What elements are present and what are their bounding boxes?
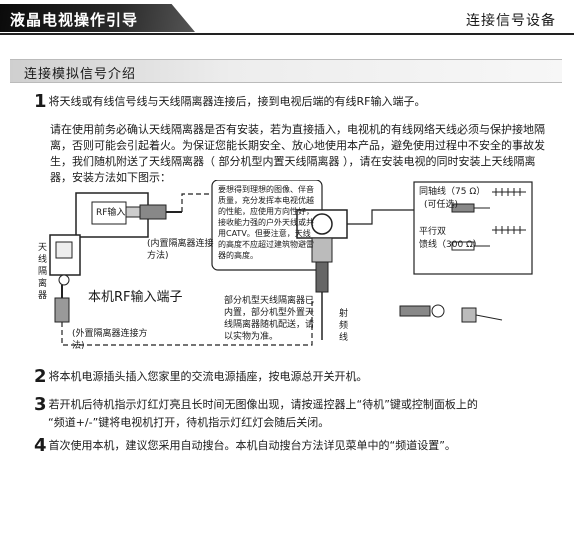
header-rule bbox=[0, 33, 574, 35]
twin-label: 平行双 bbox=[419, 227, 447, 237]
note-text: 要想得到理想的图像、伴音质量，充分发挥本电视优越的性能，应使用方向性好，接收能力… bbox=[218, 185, 314, 260]
antenna-icon bbox=[492, 188, 526, 234]
intro-paragraph: 请在使用前务必确认天线隔离器是否有安装，若为直接插入，电视机的有线网络天线必须与… bbox=[50, 123, 545, 184]
twin-label-2: 馈线（300 Ω） bbox=[419, 240, 482, 250]
step-text: 首次使用本机，建议您采用自动搜台。本机自动搜台方法详见菜单中的“频道设置”。 bbox=[48, 439, 456, 452]
step-3-cont: “频道+/-”键将电视机打开，待机指示灯红灯会随后关闭。 bbox=[48, 416, 330, 429]
section-title: 连接模拟信号介绍 bbox=[24, 67, 137, 82]
header-tab bbox=[0, 4, 195, 32]
isolator-plug bbox=[125, 206, 141, 218]
rf-terminal-label: 本机RF输入端子 bbox=[88, 290, 183, 305]
rf-input-label: RF输入 bbox=[96, 208, 126, 218]
connection-diagram: RF输入 (内置隔离器连接方法) 天线隔离器 本机RF输入端子 (外置隔离器连接… bbox=[38, 179, 536, 355]
isolator-body bbox=[139, 204, 167, 220]
step-text: 若开机后待机指示灯红灯亮且长时间无图像出现，请按遥控器上“待机”键或控制面板上的 bbox=[48, 398, 478, 411]
step-number: 1 bbox=[34, 91, 47, 112]
step-text: 将本机电源插头插入您家里的交流电源插座，按电源总开关开机。 bbox=[48, 370, 368, 383]
isolator-label: 天线隔离器 bbox=[38, 243, 48, 301]
external-isolator-label: (外置隔离器连接方法) bbox=[72, 329, 148, 351]
cable-options-panel bbox=[413, 181, 533, 275]
partial-note: 部分机型天线隔离器已内置，部分机型外置天线隔离器随机配送，请以实物为准。 bbox=[224, 296, 315, 342]
chapter-title: 连接信号设备 bbox=[466, 13, 556, 29]
internal-isolator-label: (内置隔离器连接方法) bbox=[147, 239, 214, 261]
step-number: 4 bbox=[34, 435, 47, 456]
step-number: 3 bbox=[34, 394, 47, 415]
dashed-path bbox=[61, 300, 313, 346]
step-number: 2 bbox=[34, 366, 47, 387]
coax-label: 同轴线（75 Ω） bbox=[419, 187, 486, 197]
feeder-label: 射频线 bbox=[339, 309, 349, 343]
coax-sub-label: (可任选) bbox=[424, 200, 459, 210]
page-header: 液晶电视操作引导 连接信号设备 bbox=[0, 0, 574, 36]
diagram-svg bbox=[49, 179, 533, 346]
step-text: 将天线或有线信号线与天线隔离器连接后，接到电视后端的有线RF输入端子。 bbox=[48, 95, 426, 108]
section-bar: 连接模拟信号介绍 bbox=[10, 59, 562, 83]
manual-title: 液晶电视操作引导 bbox=[10, 11, 139, 29]
